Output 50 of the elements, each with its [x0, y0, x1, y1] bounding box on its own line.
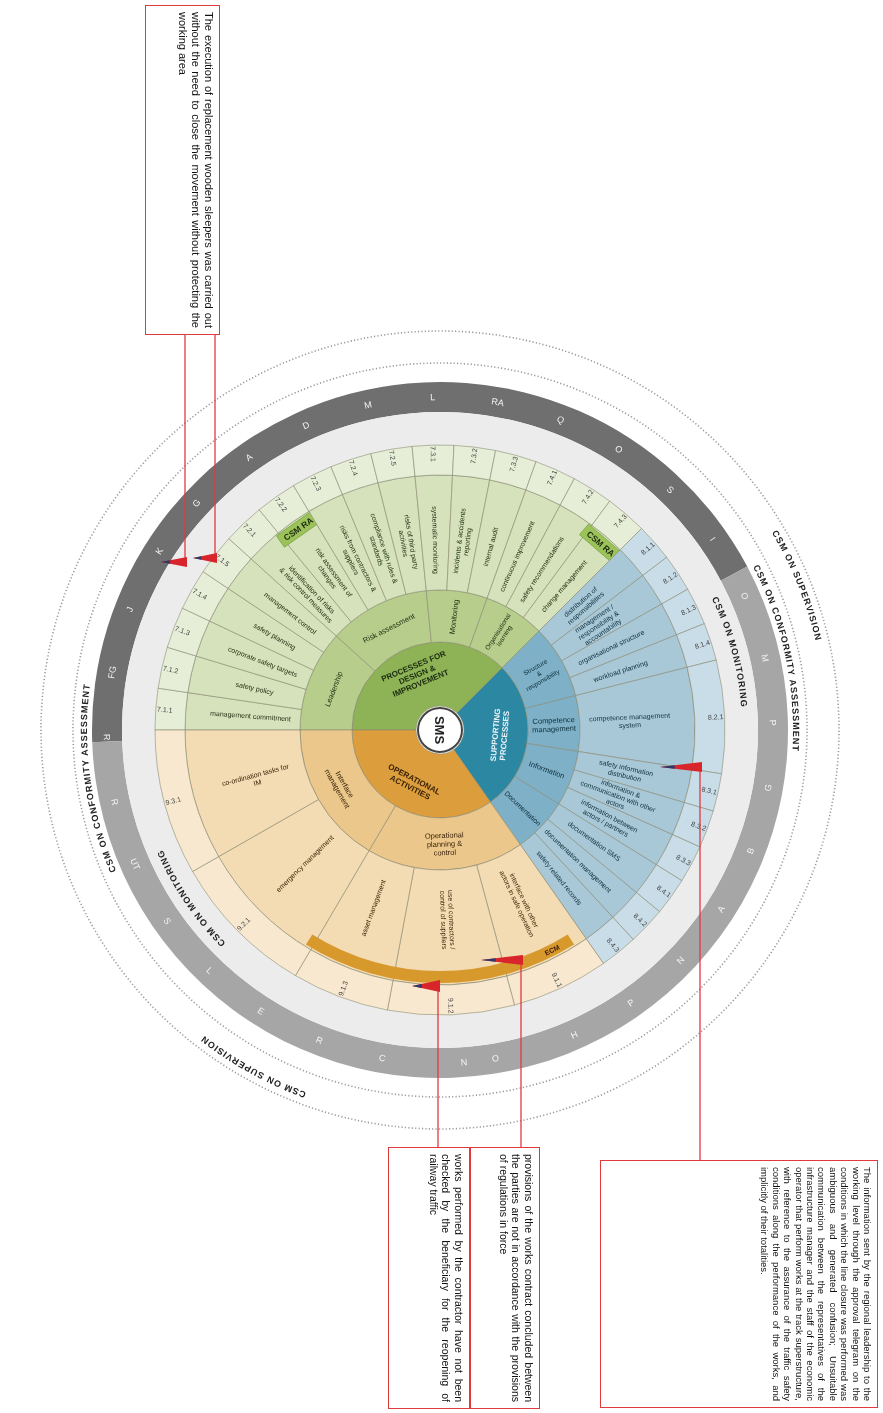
core-label: SUPPORTING PROCESSES [488, 708, 512, 762]
criterion-letter: O [738, 590, 751, 602]
leader-line [437, 990, 439, 1148]
flag-marker [412, 980, 440, 992]
criterion-letter: E [255, 1005, 267, 1017]
criterion-letter: R [314, 1034, 325, 1047]
criterion-letter: P [767, 719, 778, 726]
criterion-letter: S [161, 915, 173, 927]
criterion-letter: C [378, 1052, 387, 1064]
criterion-letter: D [300, 419, 311, 432]
center-label: SMS [432, 715, 448, 745]
criterion-letter: RA [490, 396, 505, 409]
criterion-letter: UT [128, 856, 143, 872]
badge-label: CSM RA [281, 515, 315, 543]
criterion-letter: FG [106, 665, 119, 680]
leader-line [184, 334, 186, 559]
callout-text: The information sent by the regional leadership to the working level through the approval telegram on the conditions in which the line closure was performed was ambiguous and generated confusion; Unsuitable communication between the representatives of the infrastructure manager and the staff of the economic operator that perform works at the track superstructure, with reference to the assurance of the traffic safety conditions along the performance of the works, and implicitly of their totalities. [759, 1167, 873, 1401]
callout-text: works performed by the contractor have not been checked by the beneficiary for the reopening of railway traffic [427, 1154, 465, 1402]
criterion-letter: A [243, 451, 255, 464]
criterion-letter: H [569, 1029, 580, 1041]
criterion-letter: O [613, 443, 625, 456]
criterion-letter: A [715, 903, 727, 915]
criterion-letter: R [109, 797, 121, 807]
criterion-letter: O [491, 1053, 500, 1064]
criterion-letter: G [762, 783, 774, 793]
criterion-letter: N [460, 1057, 468, 1068]
criterion-letter: M [363, 399, 373, 411]
criterion-letter: B [744, 846, 757, 856]
criterion-letter: Q [555, 413, 566, 426]
leader-line [214, 334, 216, 555]
criterion-letter: M [759, 653, 771, 663]
criterion-letter: S [664, 483, 676, 496]
criterion-letter: G [190, 497, 203, 509]
flag-marker [161, 557, 187, 567]
criterion-letter: P [625, 997, 637, 1009]
criterion-letter: R [101, 733, 112, 741]
criterion-letter: I [707, 535, 718, 543]
criterion-letter: J [124, 605, 136, 614]
flag-marker [193, 553, 217, 563]
criterion-letter: L [204, 965, 215, 976]
callout-box [388, 1147, 470, 1409]
callout-box [470, 1147, 540, 1409]
callout-box [145, 5, 220, 335]
criterion-letter: K [153, 545, 166, 557]
criterion-letter: L [430, 392, 436, 403]
criterion-letter: N [674, 954, 687, 967]
callout-text: The execution of replacement wooden sleepers was carried out without the need to close the movement without protecting the working area [175, 12, 215, 328]
ring-segment [299, 635, 376, 731]
callout-box [600, 1160, 878, 1408]
leader-line [520, 963, 522, 1148]
